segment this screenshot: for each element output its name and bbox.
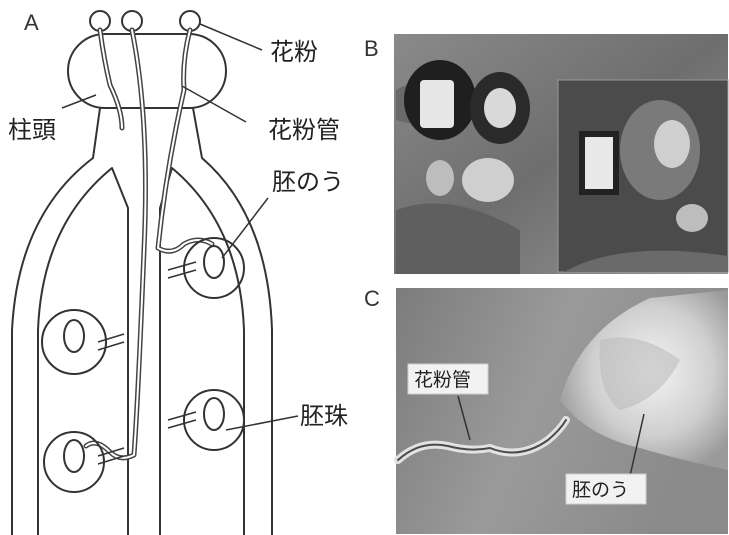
pollen-tubes [86, 30, 212, 458]
panel-c: C 花粉管 胚のう [364, 286, 728, 534]
label-c-pollen-tube: 花粉管 [414, 369, 471, 391]
flower-photo [394, 34, 728, 274]
label-pollen-tube: 花粉管 [268, 116, 340, 144]
label-pollen: 花粉 [270, 38, 318, 66]
micrograph-photo [396, 288, 728, 534]
panel-c-letter: C [364, 286, 380, 311]
panel-b-letter: B [364, 36, 379, 61]
panel-a-letter: A [24, 10, 39, 35]
panel-a: A [8, 10, 348, 535]
label-stigma: 柱頭 [8, 116, 56, 144]
leader-lines-a [62, 24, 298, 430]
ovule-lower-right [168, 390, 244, 450]
ovule-lower-left [44, 432, 124, 492]
ovule-middle-left [42, 310, 124, 374]
label-c-embryo-sac: 胚のう [572, 479, 629, 501]
label-ovule: 胚珠 [300, 402, 348, 430]
panel-b: B [364, 34, 728, 274]
label-embryo-sac: 胚のう [272, 168, 344, 196]
